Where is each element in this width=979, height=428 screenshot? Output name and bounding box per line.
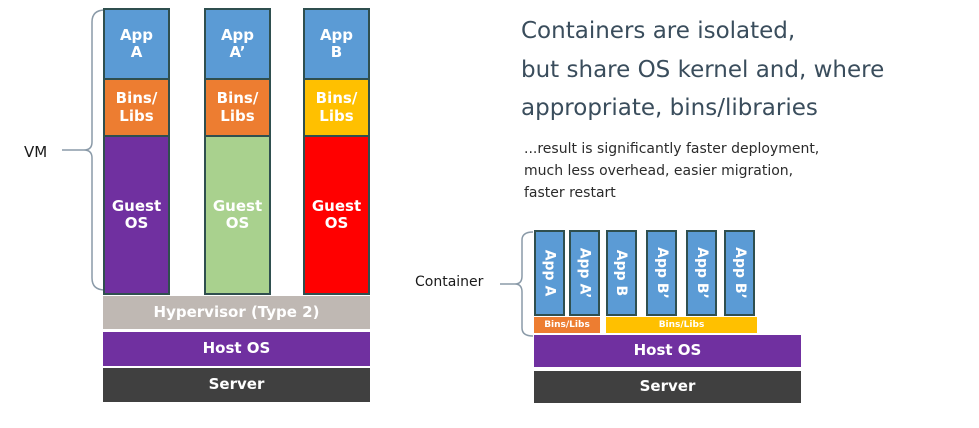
- headline-line-1: Containers are isolated,: [521, 18, 796, 44]
- container-app-a-prime: App A’: [569, 230, 600, 316]
- container-bracket: [500, 231, 534, 337]
- subtext-line-1: ...result is significantly faster deploy…: [524, 141, 820, 157]
- bins-libs-block: Bins/ Libs: [305, 80, 368, 135]
- container-bins-libs-yellow: Bins/Libs: [606, 317, 757, 333]
- server-layer: Server: [103, 368, 370, 402]
- subtext-line-2: much less overhead, easier migration,: [524, 163, 794, 179]
- container-label: Container: [415, 274, 484, 290]
- subtext-line-3: faster restart: [524, 185, 616, 201]
- vm-column-b: App B Bins/ Libs Guest OS: [303, 8, 370, 295]
- container-server-layer: Server: [534, 371, 801, 403]
- container-app-b-prime-3: App B’: [724, 230, 755, 316]
- hypervisor-layer: Hypervisor (Type 2): [103, 296, 370, 329]
- vm-label: VM: [24, 143, 48, 161]
- container-app-b-prime-1: App B’: [646, 230, 677, 316]
- app-a-block: App A: [105, 10, 168, 78]
- headline-line-3: appropriate, bins/libraries: [521, 95, 818, 121]
- vm-column-a: App A Bins/ Libs Guest OS: [103, 8, 170, 295]
- app-a-prime-block: App A’: [206, 10, 269, 78]
- bins-libs-block: Bins/ Libs: [206, 80, 269, 135]
- headline-line-2: but share OS kernel and, where: [521, 57, 885, 83]
- vm-bracket: [62, 9, 106, 291]
- bins-libs-block: Bins/ Libs: [105, 80, 168, 135]
- container-app-a: App A: [534, 230, 565, 316]
- container-app-b: App B: [606, 230, 637, 316]
- guest-os-block: Guest OS: [305, 137, 368, 293]
- vm-column-a-prime: App A’ Bins/ Libs Guest OS: [204, 8, 271, 295]
- container-diagram: Container App A App A’ App B App B’ App …: [400, 220, 979, 428]
- container-bins-libs-orange: Bins/Libs: [534, 317, 600, 333]
- container-host-os-layer: Host OS: [534, 335, 801, 367]
- app-b-block: App B: [305, 10, 368, 78]
- guest-os-block: Guest OS: [206, 137, 269, 293]
- guest-os-block: Guest OS: [105, 137, 168, 293]
- container-app-b-prime-2: App B’: [686, 230, 717, 316]
- host-os-layer: Host OS: [103, 332, 370, 366]
- vm-diagram: VM App A Bins/ Libs Guest OS App A’ Bins…: [0, 0, 380, 428]
